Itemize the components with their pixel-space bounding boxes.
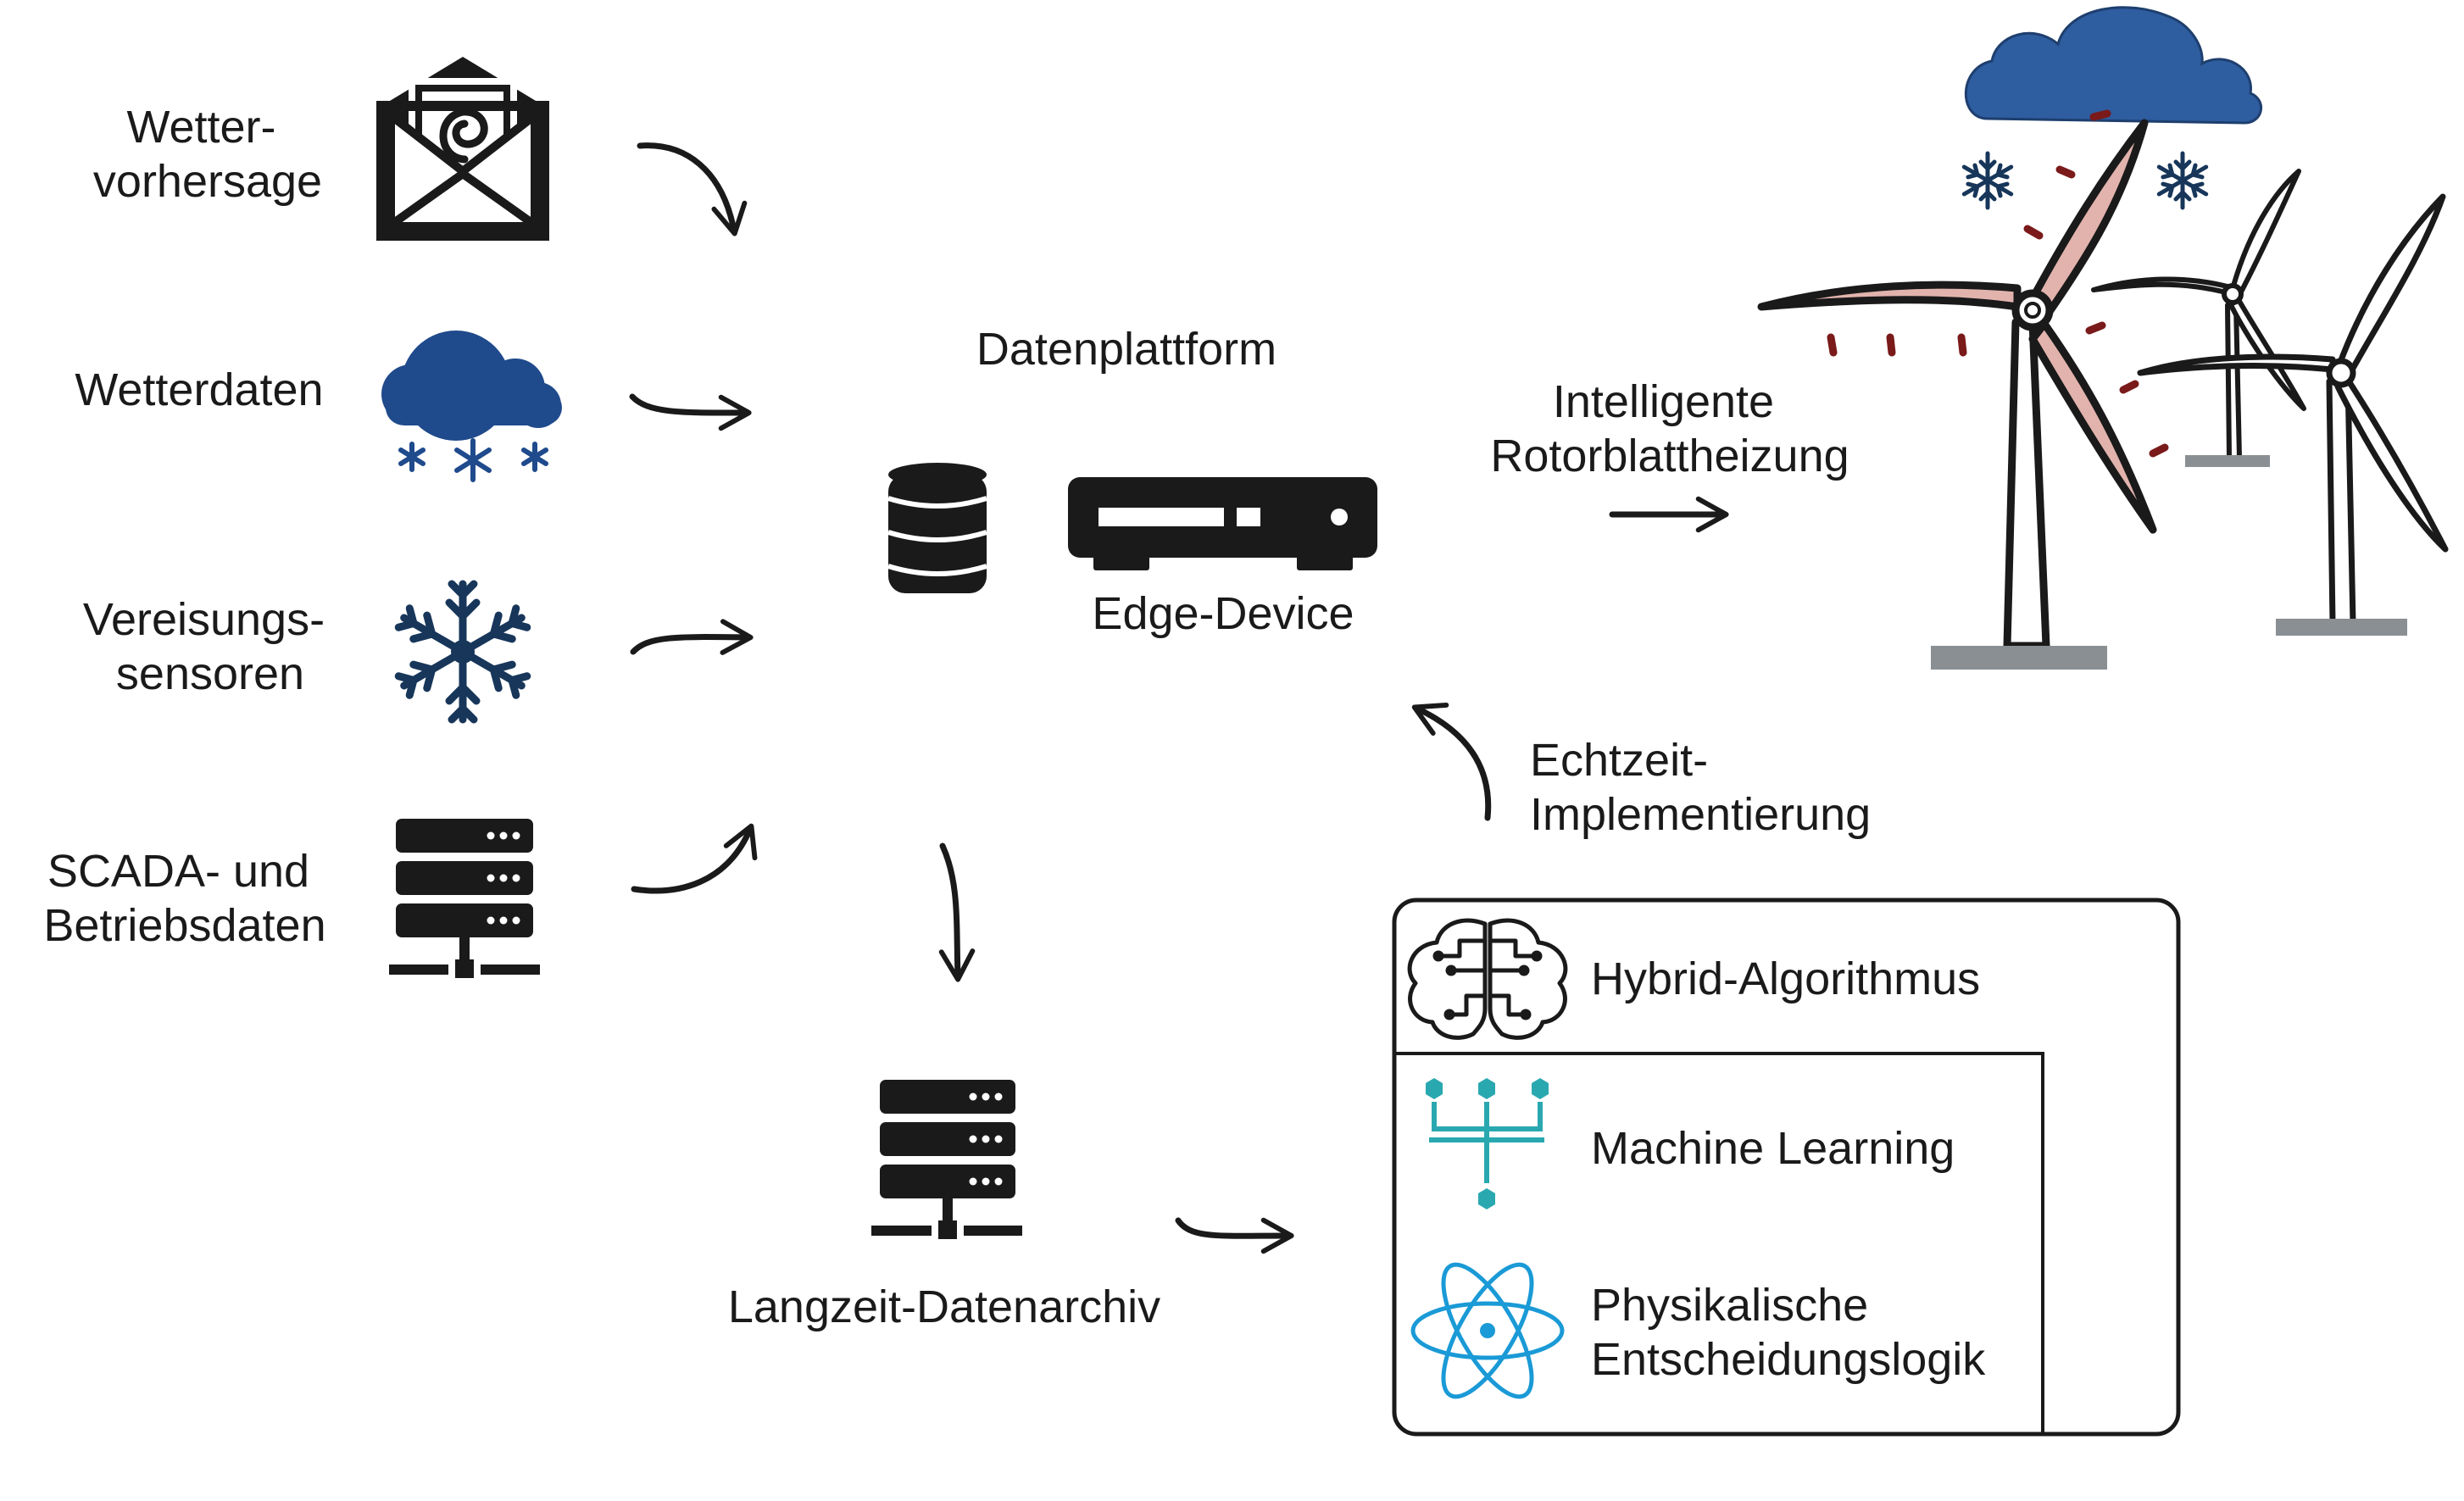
small-snowflake-icon [1961,151,2014,208]
arrow-forecast [637,142,748,236]
arrow-weather [629,393,752,431]
platform-title: Datenplattform [976,324,1276,375]
ml-network-icon [1426,1078,1549,1209]
arrow-feedback [1411,702,1492,821]
turbine-right [2137,193,2449,636]
archive-label: Langzeit-Datenarchiv [728,1281,1160,1332]
source-label-icing-sensors: Vereisungs- sensoren [83,594,337,699]
storm-cloud-icon [1964,6,2263,125]
brain-circuit-icon [1407,918,1568,1040]
arrow-icing [630,619,754,655]
edge-device-label: Edge-Device [1092,588,1354,639]
arrow-to-archive [938,842,976,982]
arrow-scada [631,823,758,894]
snow-cloud-icon [381,331,562,482]
turbine-small-back [2091,169,2306,467]
envelope-forecast-icon [376,57,549,241]
input-arrows [629,142,758,894]
source-label-forecast: Wetter- vorhersage [93,102,322,207]
atom-icon [1410,1262,1565,1399]
edge-device-icon [1068,477,1377,570]
wind-turbines-illustration [1757,6,2449,670]
heat-marks [1827,109,2169,458]
output-label: Intelligente Rotorblattheizung [1490,376,1849,481]
archive-server-icon [871,1080,1022,1239]
turbine-front-heated [1757,119,2157,670]
snowflake-icon [398,580,529,720]
arrow-archive-to-algorithm [1175,1217,1294,1254]
source-label-weather: Wetterdaten [75,364,323,415]
algorithm-box [1392,898,2181,1437]
small-snowflake-icon [2155,153,2209,208]
physics-label: Physikalische Entscheidungslogik [1591,1280,1986,1385]
ml-label: Machine Learning [1591,1123,1955,1174]
source-label-scada: SCADA- und Betriebsdaten [43,846,325,951]
database-icon [887,463,987,593]
feedback-label: Echtzeit- Implementierung [1530,735,1871,840]
algorithm-title: Hybrid-Algorithmus [1591,953,1980,1004]
server-icon [389,819,540,978]
